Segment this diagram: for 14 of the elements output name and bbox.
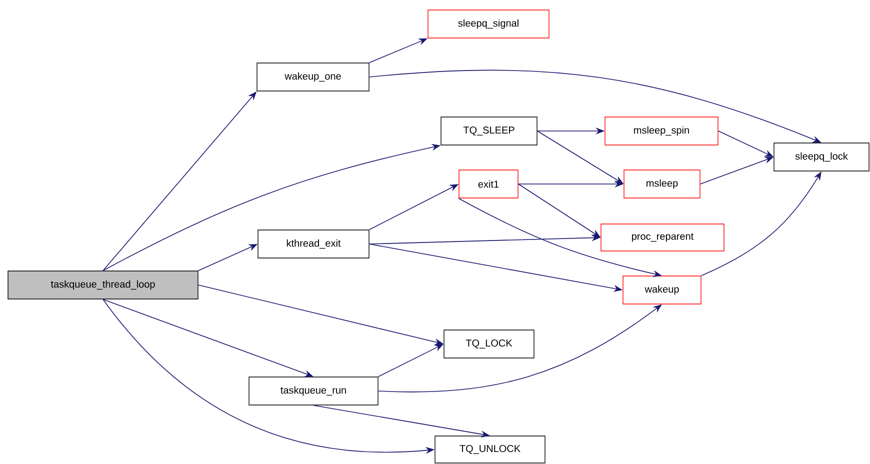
function-box: proc_reparent [600,224,724,252]
function-box: sleepq_signal [428,10,550,38]
function-box: exit1 [458,170,518,198]
function-box: msleep [624,170,700,198]
function-box: wakeup_one [256,62,370,92]
function-box: wakeup [622,276,702,304]
function-box: TQ_SLEEP [440,116,538,146]
function-box: sleepq_lock [774,142,870,172]
function-box: kthread_exit [258,230,370,258]
function-box: TQ_UNLOCK [434,436,546,464]
function-box: TQ_LOCK [444,330,534,358]
highlighted-function-box: taskqueue_thread_loop [8,270,198,300]
function-box: msleep_spin [604,116,718,146]
function-box: taskqueue_run [248,376,378,406]
